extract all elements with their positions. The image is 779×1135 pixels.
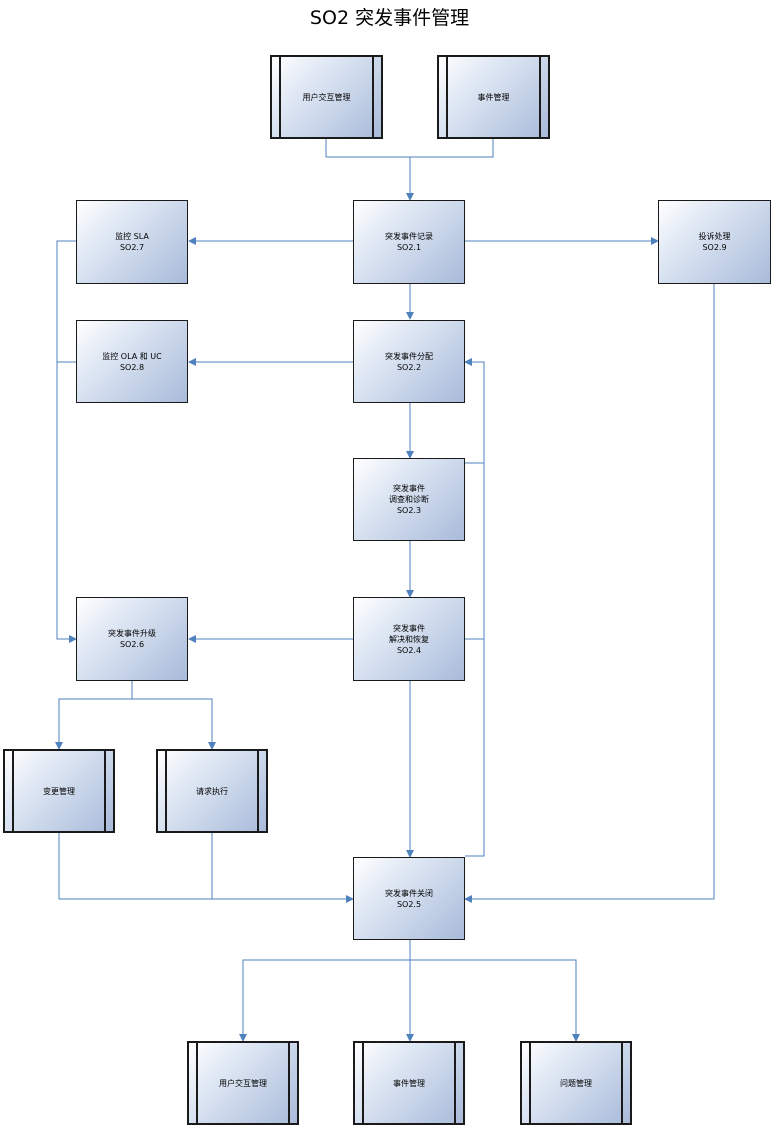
connector-so2-5-branch-left bbox=[239, 959, 410, 1042]
connector-top-left-to-merge bbox=[325, 139, 410, 158]
step-label: 突发事件 调查和诊断 SO2.3 bbox=[389, 484, 429, 515]
so2-1-incident-logging: 突发事件记录 SO2.1 bbox=[353, 200, 465, 284]
connector-so2-9-to-so2-5 bbox=[464, 284, 715, 903]
connector-so2-3-feedback bbox=[465, 362, 485, 464]
process-label: 事件管理 bbox=[393, 1078, 425, 1088]
top-event-management-process: 事件管理 bbox=[437, 55, 550, 139]
connector-so2-4-feedback bbox=[465, 362, 485, 640]
step-label: 突发事件关闭 SO2.5 bbox=[385, 888, 433, 909]
connector-so2-5-branch-right bbox=[410, 959, 580, 1042]
so2-4-resolution-recovery: 突发事件 解决和恢复 SO2.4 bbox=[353, 597, 465, 681]
process-label: 用户交互管理 bbox=[302, 92, 351, 102]
step-label: 监控 OLA 和 UC SO2.8 bbox=[102, 351, 162, 372]
process-label: 问题管理 bbox=[560, 1078, 592, 1088]
step-label: 突发事件分配 SO2.2 bbox=[385, 351, 433, 372]
step-label: 突发事件升级 SO2.6 bbox=[108, 629, 156, 649]
top-user-interaction-process: 用户交互管理 bbox=[270, 55, 383, 139]
connector-top-right-to-merge bbox=[410, 139, 494, 158]
bottom-problem-management-process: 问题管理 bbox=[520, 1041, 632, 1125]
connector-change-to-so2-5 bbox=[58, 833, 354, 903]
so2-2-incident-assignment: 突发事件分配 SO2.2 bbox=[353, 320, 465, 403]
process-label: 用户交互管理 bbox=[219, 1078, 267, 1088]
process-label: 请求执行 bbox=[196, 786, 228, 796]
connector-so2-5-feedback bbox=[464, 358, 485, 857]
request-fulfilment-process: 请求执行 bbox=[156, 749, 268, 833]
process-label: 事件管理 bbox=[477, 92, 510, 102]
bottom-event-management-process: 事件管理 bbox=[353, 1041, 465, 1125]
step-label: 投诉处理 SO2.9 bbox=[698, 232, 731, 252]
so2-8-monitor-ola-uc: 监控 OLA 和 UC SO2.8 bbox=[76, 320, 188, 403]
so2-3-investigation-diagnosis: 突发事件 调查和诊断 SO2.3 bbox=[353, 458, 465, 541]
step-label: 突发事件记录 SO2.1 bbox=[385, 232, 433, 252]
connector-so2-7-to-so2-6 bbox=[56, 240, 77, 643]
step-label: 监控 SLA SO2.7 bbox=[115, 232, 149, 252]
so2-7-monitor-sla: 监控 SLA SO2.7 bbox=[76, 200, 188, 284]
diagram-title: SO2 突发事件管理 bbox=[309, 7, 470, 29]
so2-9-complaint-handling: 投诉处理 SO2.9 bbox=[658, 200, 771, 284]
change-management-process: 变更管理 bbox=[3, 749, 115, 833]
connector-so2-6-to-request bbox=[132, 698, 216, 750]
so2-6-incident-escalation: 突发事件升级 SO2.6 bbox=[76, 597, 188, 681]
process-label: 变更管理 bbox=[43, 786, 75, 796]
so2-5-incident-closure: 突发事件关闭 SO2.5 bbox=[353, 857, 465, 940]
connector-so2-6-branch bbox=[55, 681, 133, 750]
step-label: 突发事件 解决和恢复 SO2.4 bbox=[389, 623, 429, 655]
bottom-user-interaction-process: 用户交互管理 bbox=[187, 1041, 299, 1125]
